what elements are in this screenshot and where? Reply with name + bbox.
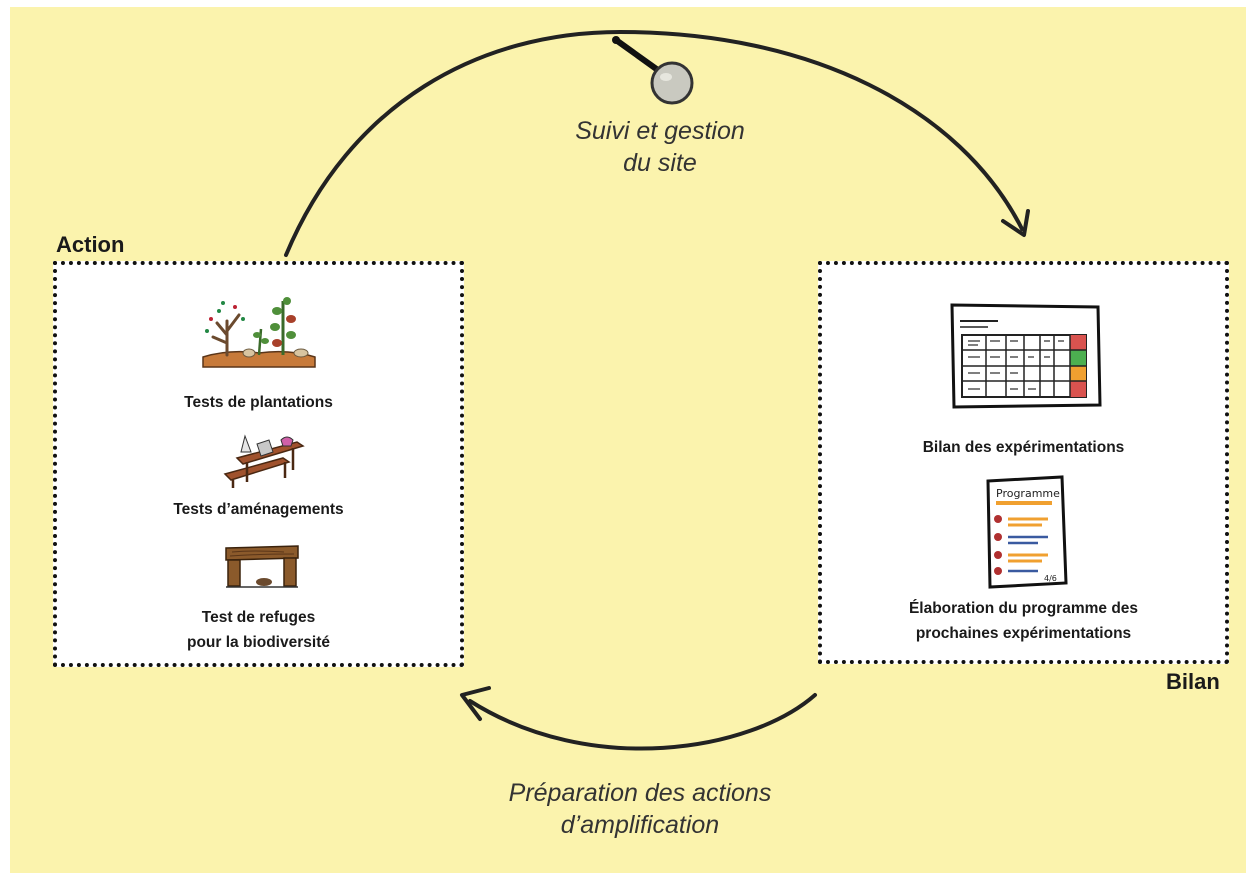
plants-icon bbox=[202, 297, 316, 368]
picnic-table-icon bbox=[223, 434, 305, 488]
top-arrowhead bbox=[1001, 209, 1030, 237]
bilan-title: Bilan bbox=[1166, 669, 1220, 694]
program-document-icon: Programme 4/6 bbox=[986, 475, 1068, 589]
action-item-label: Tests d’aménagements bbox=[173, 501, 344, 518]
bottom-cycle-arrow bbox=[468, 693, 817, 751]
top-label-line-2: du site bbox=[623, 149, 697, 177]
bottom-arrowhead bbox=[460, 686, 491, 721]
action-box: Tests de plantations Tests d’aménagement… bbox=[53, 261, 464, 667]
bottom-label-line-2: d’amplification bbox=[560, 811, 720, 839]
results-table-icon bbox=[950, 303, 1102, 409]
top-cycle-arrow bbox=[284, 29, 1024, 257]
program-doc-page: 4/6 bbox=[1044, 574, 1057, 583]
magnifier-icon bbox=[612, 36, 694, 105]
bilan-item-label: Bilan des expérimentations bbox=[922, 439, 1125, 456]
program-doc-heading: Programme bbox=[996, 487, 1060, 500]
action-title: Action bbox=[56, 232, 125, 257]
log-shelter-icon bbox=[225, 545, 299, 588]
cycle-arrows bbox=[284, 29, 1030, 751]
action-item-label: Tests de plantations bbox=[184, 394, 333, 411]
action-item-label-line-1: Test de refuges bbox=[201, 609, 316, 626]
top-arrow-label: Suivi et gestion du site bbox=[505, 115, 815, 179]
diagram-canvas: Suivi et gestion du site Préparation des… bbox=[10, 7, 1246, 873]
bilan-item-programme: Élaboration du programme des prochaines … bbox=[822, 596, 1225, 646]
bilan-box: Bilan des expérimentations Programme 4/6… bbox=[818, 261, 1229, 664]
action-item-amenagements: Tests d’aménagements bbox=[57, 497, 460, 522]
bottom-label-line-1: Préparation des actions bbox=[508, 779, 772, 807]
top-label-line-1: Suivi et gestion bbox=[575, 117, 745, 145]
action-item-label-line-2: pour la biodiversité bbox=[187, 634, 330, 651]
action-item-refuges: Test de refuges pour la biodiversité bbox=[57, 605, 460, 655]
bilan-item-experimentations: Bilan des expérimentations bbox=[822, 435, 1225, 460]
bottom-arrow-label: Préparation des actions d’amplification bbox=[450, 777, 830, 841]
bilan-item-label-line-2: prochaines expérimentations bbox=[915, 625, 1132, 642]
action-item-plantations: Tests de plantations bbox=[57, 390, 460, 415]
bilan-item-label-line-1: Élaboration du programme des bbox=[908, 600, 1139, 617]
